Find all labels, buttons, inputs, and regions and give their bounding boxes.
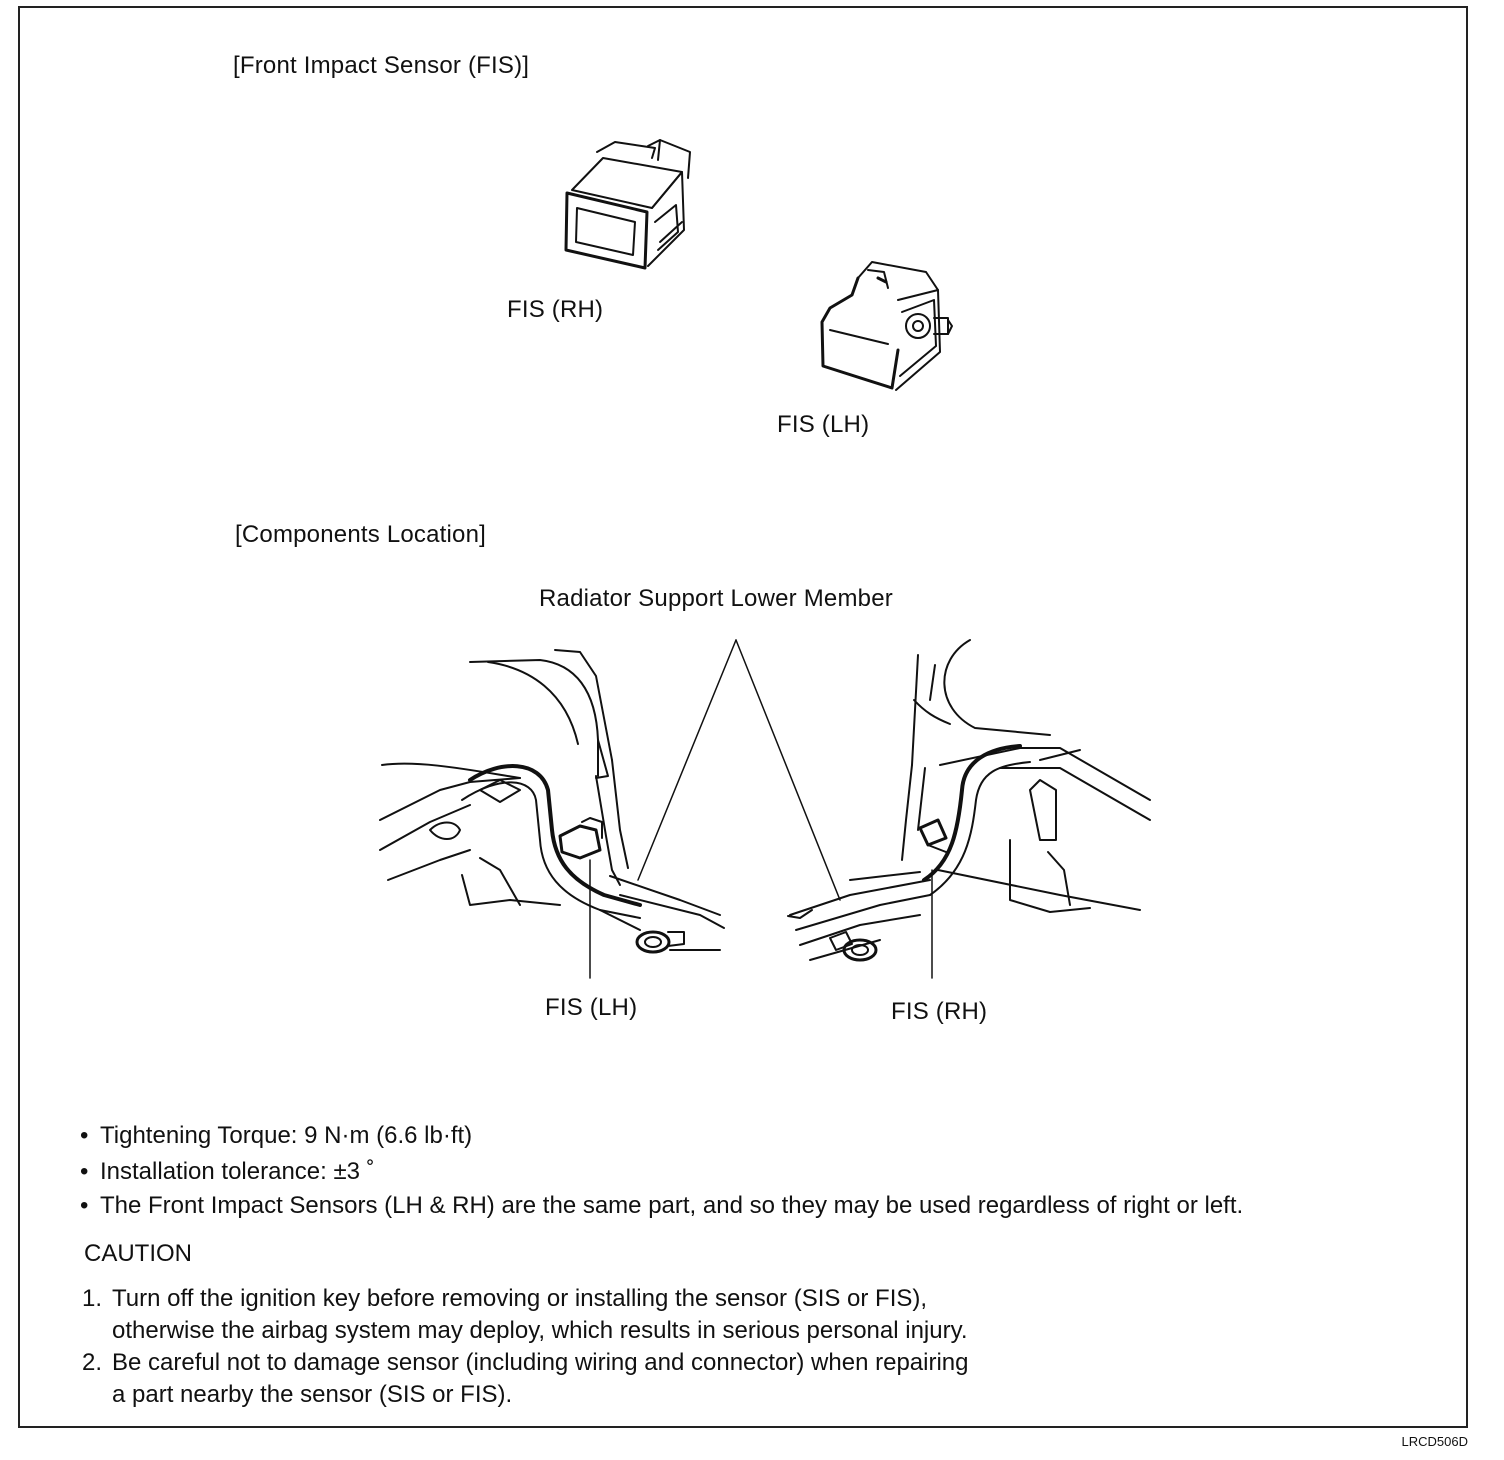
radiator-label: Radiator Support Lower Member — [539, 585, 893, 612]
caution-title: CAUTION — [84, 1240, 192, 1267]
fis-rh-top-label: FIS (RH) — [507, 296, 604, 323]
right-assembly-drawing — [787, 639, 1151, 979]
bullet-icon: • — [80, 1192, 89, 1219]
sensor-section-heading: [Front Impact Sensor (FIS)] — [233, 52, 530, 79]
fis-lh-bottom-label: FIS (LH) — [545, 994, 638, 1021]
location-section-heading: [Components Location] — [235, 521, 487, 548]
fis-lh-sensor-illustration — [820, 261, 953, 391]
diagram-frame — [18, 6, 1468, 1428]
radiator-leader-right — [735, 639, 841, 901]
fis-rh-bottom-label: FIS (RH) — [891, 998, 988, 1025]
figure-code: LRCD506D — [1401, 1434, 1468, 1449]
left-assembly-drawing — [379, 649, 725, 979]
bullet-icon: • — [80, 1158, 89, 1185]
radiator-leader-left — [637, 639, 737, 881]
bullet-icon: • — [80, 1122, 89, 1149]
fis-rh-sensor-illustration — [564, 139, 691, 270]
fis-lh-top-label: FIS (LH) — [777, 411, 870, 438]
